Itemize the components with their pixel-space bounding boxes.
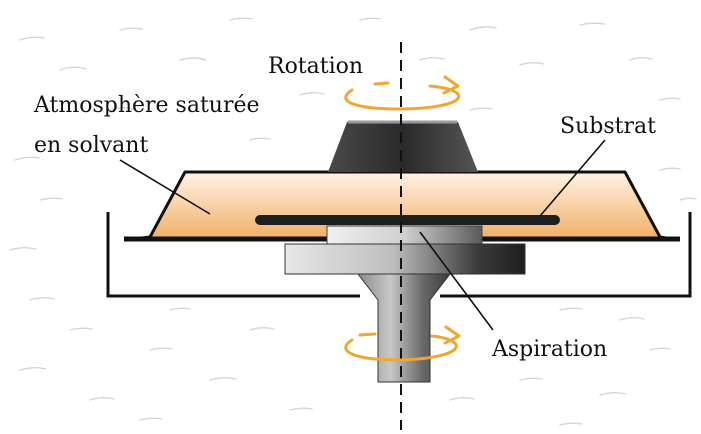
leader-suction (419, 231, 494, 331)
label-substrate: Substrat (560, 114, 656, 139)
chuck (326, 225, 483, 245)
label-suction: Aspiration (492, 337, 608, 362)
suction-stem (356, 273, 452, 383)
background-streaks (9, 17, 697, 426)
bowl (106, 212, 692, 298)
rotation-arrow-bottom-icon (344, 325, 461, 362)
label-rotation: Rotation (268, 54, 364, 79)
motor-disk (284, 243, 526, 275)
substrate-wafer (255, 215, 560, 225)
leader-substrate (539, 139, 606, 217)
leader-atmosphere (119, 159, 211, 215)
rotation-arrow-top-icon (344, 75, 461, 111)
lid-cap (328, 122, 478, 172)
label-atmosphere-line2: en solvant (34, 133, 149, 158)
label-atmosphere-line1: Atmosphère saturée (34, 93, 260, 118)
